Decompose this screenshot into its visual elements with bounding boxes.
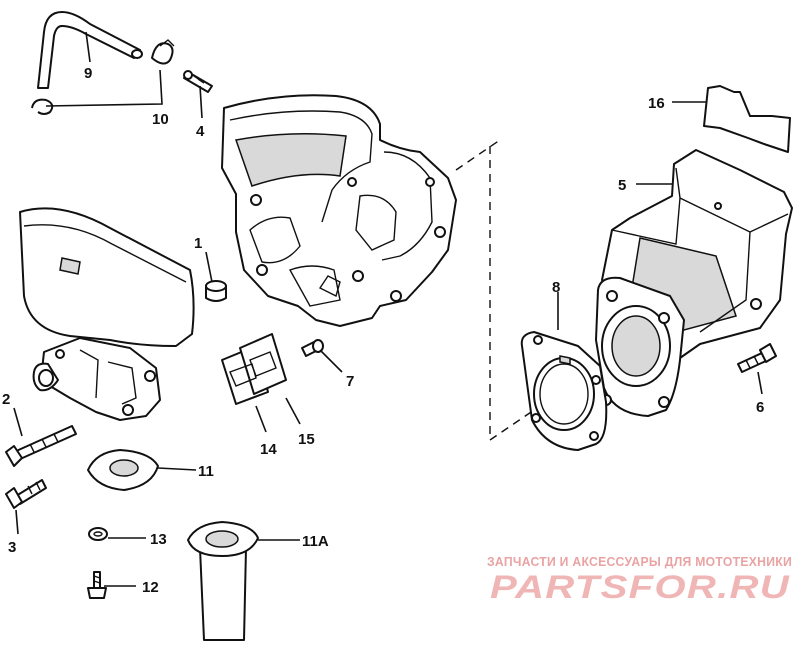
callout-16: 16 bbox=[648, 95, 665, 112]
callout-6: 6 bbox=[756, 399, 764, 416]
callout-13: 13 bbox=[150, 531, 167, 548]
left-shell-housing bbox=[19, 207, 195, 421]
clamp-part-10 bbox=[31, 39, 175, 115]
callout-4: 4 bbox=[196, 123, 205, 140]
flange-part-11 bbox=[87, 449, 159, 491]
gasket-part-16 bbox=[703, 85, 791, 153]
callout-11a: 11A bbox=[302, 533, 329, 550]
callout-8: 8 bbox=[552, 279, 560, 296]
callout-10: 10 bbox=[152, 111, 169, 128]
callout-14: 14 bbox=[260, 441, 277, 458]
callout-1: 1 bbox=[194, 235, 202, 252]
watermark-brand: PARTSFOR.RU bbox=[490, 569, 790, 605]
callout-3: 3 bbox=[8, 539, 16, 556]
callout-5: 5 bbox=[618, 177, 626, 194]
callout-9: 9 bbox=[84, 65, 92, 82]
callout-7: 7 bbox=[346, 373, 354, 390]
reed-plates-part-14-15 bbox=[221, 333, 287, 405]
gasket-part-8 bbox=[520, 331, 608, 451]
long-bolt-part-2 bbox=[5, 425, 77, 467]
bolt-part-6 bbox=[737, 343, 777, 373]
washer-part-13 bbox=[88, 527, 108, 541]
crankcase-housing bbox=[221, 94, 457, 327]
callout-15: 15 bbox=[298, 431, 315, 448]
screw-part-12 bbox=[87, 571, 107, 599]
watermark: ЗАПЧАСТИ И АКСЕССУАРЫ ДЛЯ МОТОТЕХНИКИ PA… bbox=[487, 555, 792, 605]
watermark-tagline: ЗАПЧАСТИ И АКСЕССУАРЫ ДЛЯ МОТОТЕХНИКИ bbox=[487, 555, 792, 569]
adapter-housing-part-5 bbox=[595, 149, 793, 417]
callout-11: 11 bbox=[198, 463, 214, 480]
bolt-part-7 bbox=[301, 339, 324, 357]
callout-2: 2 bbox=[2, 391, 10, 408]
leader-lines bbox=[13, 31, 763, 587]
bushing-part-1 bbox=[205, 280, 227, 302]
alignment-dashed-line bbox=[455, 139, 541, 442]
callout-12: 12 bbox=[142, 579, 159, 596]
short-bolt-part-3 bbox=[5, 479, 47, 509]
tube-part-11a bbox=[187, 521, 259, 641]
hose-part-9 bbox=[37, 11, 143, 89]
pin-part-4 bbox=[183, 70, 213, 93]
